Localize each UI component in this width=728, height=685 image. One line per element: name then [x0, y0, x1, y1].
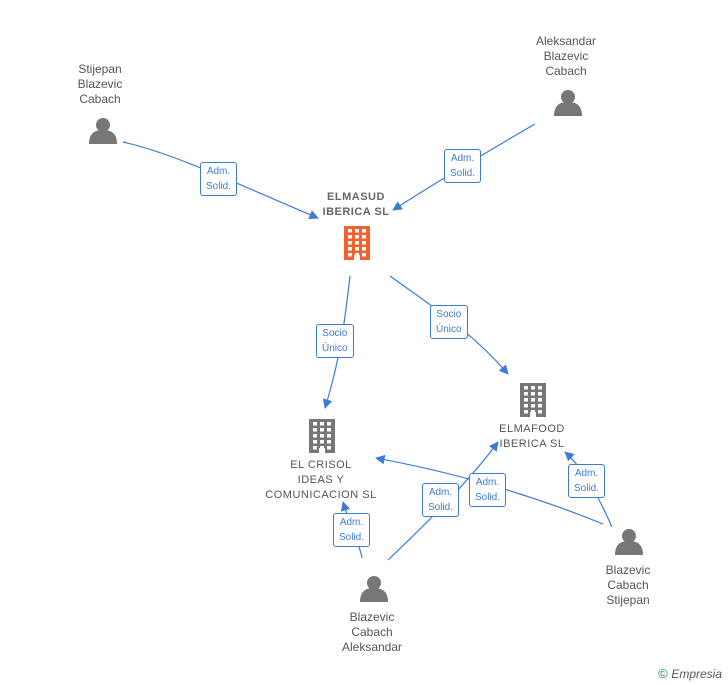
building-icon[interactable] — [520, 383, 546, 417]
copyright-footer: © Empresia — [658, 666, 722, 681]
edge-label-e3[interactable]: Socio Único — [316, 324, 354, 358]
person-icon[interactable] — [554, 90, 582, 116]
edge-label-e1[interactable]: Adm. Solid. — [200, 162, 238, 196]
node-label-p3[interactable]: Blazevic Cabach Stijepan — [605, 563, 651, 607]
node-label-p4[interactable]: Blazevic Cabach Aleksandar — [341, 610, 403, 654]
node-label-c1[interactable]: ELMASUD IBERICA SL — [322, 191, 390, 218]
edge-label-e8[interactable]: Adm. Solid. — [568, 464, 606, 498]
edge-label-e5[interactable]: Adm. Solid. — [333, 513, 371, 547]
person-icon[interactable] — [360, 576, 388, 602]
copyright-symbol: © — [658, 666, 668, 681]
edge-label-e6[interactable]: Adm. Solid. — [422, 483, 460, 517]
node-label-c2[interactable]: EL CRISOL IDEAS Y COMUNICACION SL — [265, 459, 377, 501]
node-label-p2[interactable]: Aleksandar Blazevic Cabach — [535, 34, 597, 78]
node-label-p1[interactable]: Stijepan Blazevic Cabach — [77, 62, 123, 106]
edge-label-e7[interactable]: Adm. Solid. — [469, 473, 507, 507]
person-icon[interactable] — [89, 118, 117, 144]
edge-label-e2[interactable]: Adm. Solid. — [444, 149, 482, 183]
node-label-c3[interactable]: ELMAFOOD IBERICA SL — [499, 423, 565, 450]
building-icon[interactable] — [309, 419, 335, 453]
edge-label-e4[interactable]: Socio Único — [430, 305, 468, 339]
person-icon[interactable] — [615, 529, 643, 555]
icons-layer — [89, 90, 643, 602]
brand-logo: Empresia — [671, 667, 722, 681]
building-icon[interactable] — [344, 226, 370, 260]
